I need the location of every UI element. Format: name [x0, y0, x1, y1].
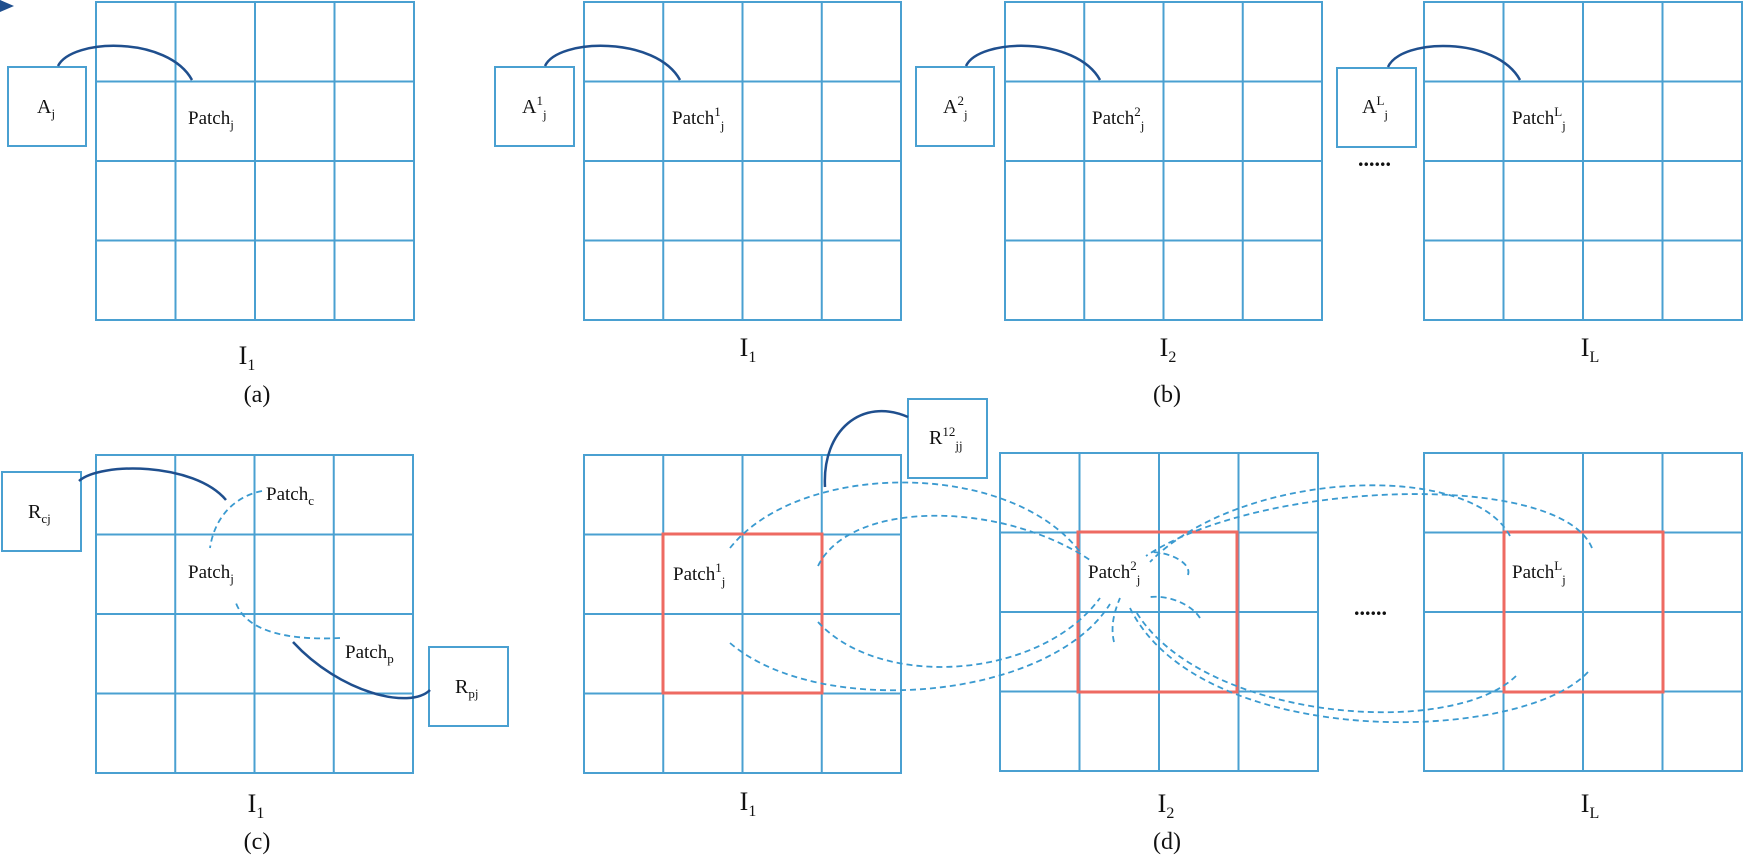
dashed-arrow-d-9: [1149, 551, 1190, 576]
label-b-A2j: A2j: [943, 93, 968, 122]
box-b-A2j: [915, 66, 995, 147]
dashed-arrow-d-7: [1134, 609, 1517, 714]
grid-b-IL: [1423, 1, 1743, 321]
grid-label-b-IL: IL: [1581, 333, 1599, 366]
box-c-Rcj: [1, 471, 82, 552]
highlight-box-d-IL: [1502, 530, 1665, 694]
patch-label-d-2j: Patch2j: [1088, 558, 1140, 587]
dashed-arrow-d-6: [1149, 484, 1511, 563]
patch-label-c-p: Patchp: [345, 642, 394, 666]
grid-d-IL: [1423, 452, 1743, 772]
solid-arrow-c-Rcj: [78, 467, 227, 501]
grid-a-I1: [95, 1, 415, 321]
label-d-R12jj: R12jj: [929, 424, 963, 453]
patch-label-b-1j: Patch1j: [672, 104, 724, 133]
solid-arrow-bL: [1386, 44, 1522, 81]
solid-arrow-c-Rpj: [292, 641, 431, 700]
patch-label-b-Lj: PatchLj: [1512, 104, 1566, 133]
solid-arrow-b1: [543, 44, 682, 81]
box-d-R12jj: [907, 398, 988, 479]
dashed-arrow-d-3: [817, 597, 1101, 668]
label-a-Aj: Aj: [37, 96, 55, 121]
grid-label-c-I1: I1: [248, 789, 265, 822]
box-a-Aj: [7, 66, 87, 147]
grid-d-I2: [999, 452, 1319, 772]
grid-c-I1: [95, 454, 414, 774]
grid-b-I1: [583, 1, 902, 321]
ellipsis-b: ......: [1358, 146, 1391, 171]
grid-label-d-I2: I2: [1158, 789, 1175, 822]
highlight-box-d-I2: [1076, 530, 1239, 694]
box-b-ALj: [1336, 67, 1417, 148]
panel-label-c: (c): [244, 829, 271, 855]
grid-label-b-I1: I1: [740, 333, 757, 366]
label-b-A1j: A1j: [522, 93, 547, 122]
dashed-arrow-c-patch-p: [234, 599, 341, 640]
solid-arrow-b2: [964, 44, 1102, 81]
panel-label-d: (d): [1153, 829, 1181, 855]
patch-label-a-j: Patchj: [188, 108, 234, 132]
patch-label-c-c: Patchc: [266, 484, 314, 508]
grid-label-d-I1: I1: [740, 787, 757, 820]
panel-label-b: (b): [1153, 382, 1181, 408]
box-b-A1j: [494, 66, 575, 147]
patch-label-d-1j: Patch1j: [673, 560, 725, 589]
solid-arrow-a: [56, 44, 194, 81]
label-c-Rpj: Rpj: [455, 676, 478, 701]
dashed-arrow-d-10: [1149, 595, 1201, 619]
dashed-arrow-c-patch-c: [209, 490, 263, 549]
panel-label-a: (a): [244, 382, 271, 408]
dashed-arrow-d-1: [729, 481, 1081, 553]
dashed-arrow-d-11: [1111, 597, 1121, 643]
grid-label-b-I2: I2: [1160, 333, 1177, 366]
patch-label-c-j: Patchj: [188, 562, 234, 586]
dashed-arrow-d-2: [817, 514, 1091, 567]
grid-d-I1: [583, 454, 902, 774]
dashed-arrow-d-4: [729, 603, 1111, 692]
patch-label-d-Lj: PatchLj: [1512, 558, 1566, 587]
solid-arrow-d-R12jj: [823, 410, 909, 488]
dashed-arrow-d-5: [1145, 493, 1593, 557]
ellipsis-d: ......: [1354, 595, 1387, 620]
grid-b-I2: [1004, 1, 1323, 321]
dashed-arrow-d-8: [1129, 607, 1589, 724]
grid-label-d-IL: IL: [1581, 789, 1599, 822]
label-c-Rcj: Rcj: [28, 501, 51, 526]
label-b-ALj: ALj: [1362, 93, 1388, 122]
grid-label-a-I1: I1: [239, 341, 256, 374]
patch-label-b-2j: Patch2j: [1092, 104, 1144, 133]
box-c-Rpj: [428, 646, 509, 727]
highlight-box-d-I1: [661, 532, 824, 695]
